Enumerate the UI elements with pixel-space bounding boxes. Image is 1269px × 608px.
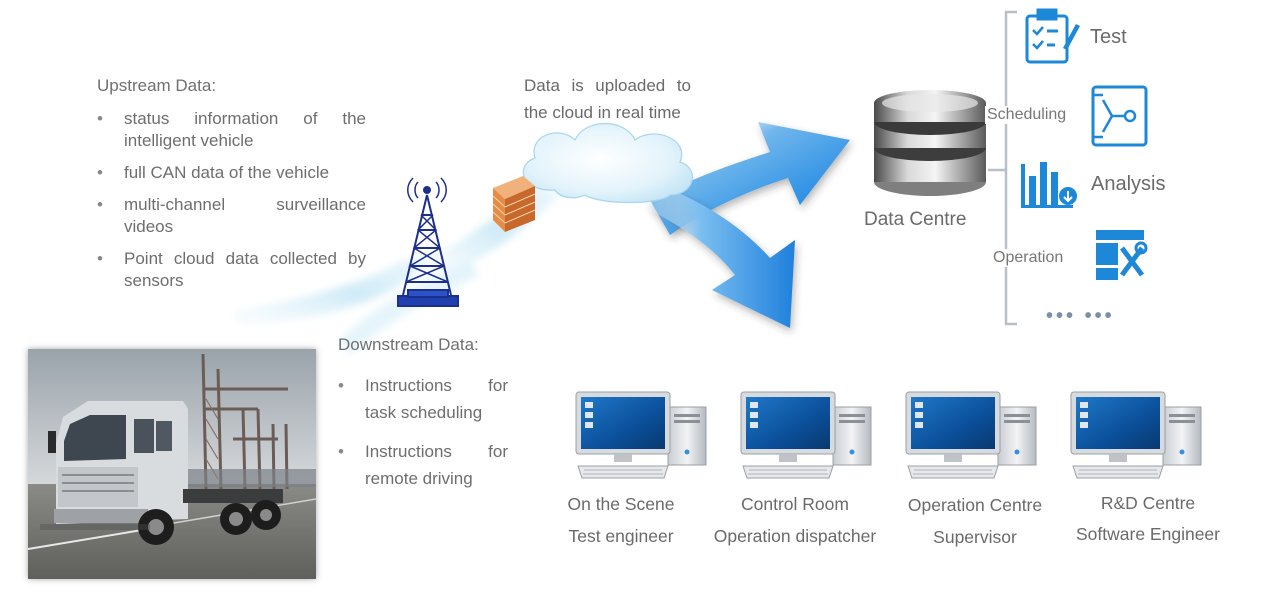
upstream-stream bbox=[230, 250, 440, 325]
arrow-to-workstations bbox=[640, 185, 795, 328]
firewall-icon bbox=[492, 176, 536, 232]
upstream-title: Upstream Data: bbox=[97, 76, 217, 95]
downstream-item: Instructions for task scheduling bbox=[338, 372, 508, 426]
scheduling-label: Scheduling bbox=[985, 106, 1069, 124]
more-functions-ellipsis: ••• ••• bbox=[1046, 305, 1115, 327]
autonomous-truck-photo bbox=[28, 349, 316, 579]
upstream-item: full CAN data of the vehicle bbox=[97, 162, 366, 184]
database-icon bbox=[874, 90, 986, 196]
scheduling-icon bbox=[1091, 85, 1148, 147]
function-bracket bbox=[988, 10, 1017, 326]
station-role: Operation dispatcher bbox=[713, 526, 877, 546]
downstream-item: Instructions for remote driving bbox=[338, 438, 508, 492]
operation-tools-icon bbox=[1096, 230, 1148, 280]
station-location: Control Room bbox=[741, 494, 849, 514]
upstream-item: Point cloud data collected by sensors bbox=[97, 248, 366, 292]
downstream-title: Downstream Data: bbox=[338, 335, 479, 354]
analysis-label: Analysis bbox=[1091, 173, 1166, 195]
operation-label: Operation bbox=[991, 249, 1066, 267]
cloud-icon bbox=[522, 122, 693, 204]
downstream-stream bbox=[340, 260, 480, 355]
station-role: Test engineer bbox=[568, 526, 674, 546]
test-clipboard-icon bbox=[1025, 8, 1080, 64]
station-role: Software Engineer bbox=[1076, 524, 1220, 544]
upstream-item: status information of the intelligent ve… bbox=[97, 108, 366, 152]
station-location: R&D Centre bbox=[1100, 493, 1196, 513]
downstream-list: Instructions for task scheduling Instruc… bbox=[338, 372, 508, 504]
station-role: Supervisor bbox=[933, 527, 1017, 547]
station-location: On the Scene bbox=[567, 494, 675, 514]
analysis-chart-icon bbox=[1021, 162, 1077, 208]
upstream-list: status information of the intelligent ve… bbox=[97, 108, 366, 302]
data-centre-label: Data Centre bbox=[864, 209, 967, 230]
station-location: Operation Centre bbox=[907, 495, 1043, 515]
upstream-item: multi-channel surveillance videos bbox=[97, 194, 366, 238]
radio-tower-icon bbox=[397, 177, 459, 307]
test-label: Test bbox=[1090, 26, 1127, 48]
cloud-upload-text: Data is uploaded to the cloud in real ti… bbox=[524, 76, 691, 122]
